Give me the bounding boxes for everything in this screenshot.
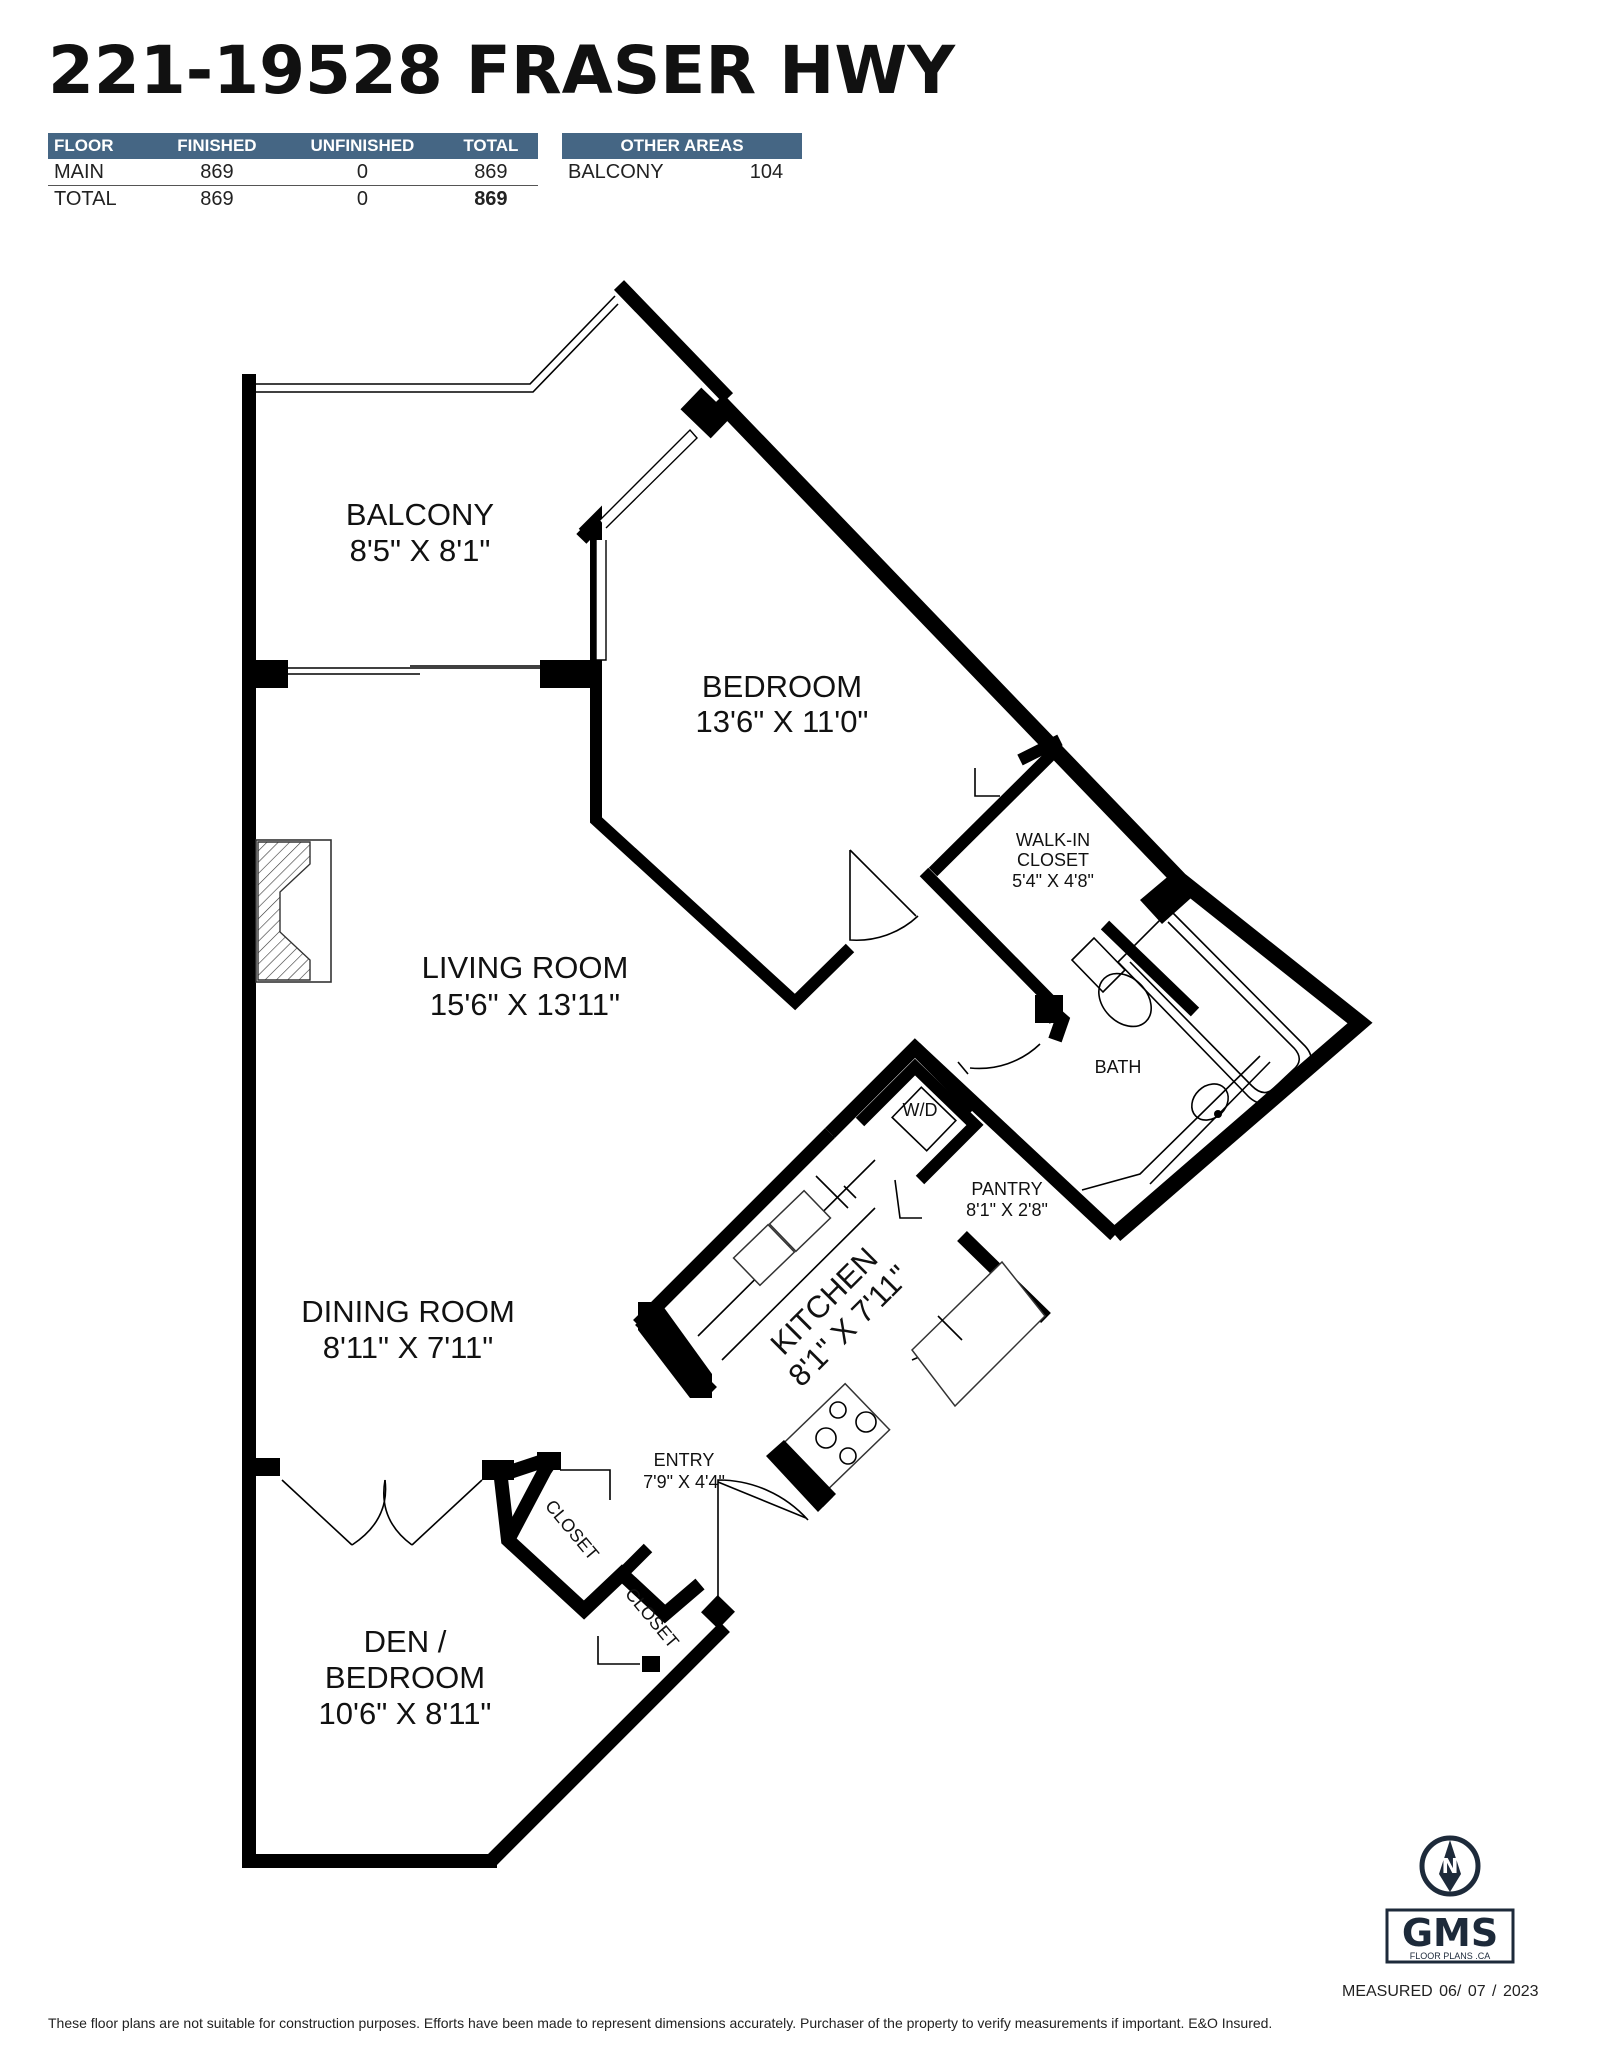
room-name-line1: DEN / <box>364 1624 447 1659</box>
col-header-floor: FLOOR <box>48 133 153 159</box>
table-cell: TOTAL <box>54 187 117 210</box>
floor-area-table: FLOOR FINISHED UNFINISHED TOTAL MAIN 869… <box>48 133 538 212</box>
kitchen-walls <box>633 1038 1120 1512</box>
room-label-bedroom: BEDROOM 13'6" X 11'0" <box>696 669 869 739</box>
room-name-line2: BEDROOM <box>325 1660 485 1695</box>
room-label-wd: W/D <box>903 1100 938 1120</box>
room-label-entry: ENTRY 7'9" X 4'4" <box>643 1450 725 1492</box>
other-areas-table: OTHER AREAS BALCONY 104 <box>562 133 802 185</box>
bathroom <box>957 868 1313 1191</box>
room-dims: 13'6" X 11'0" <box>696 704 869 739</box>
room-label-bath: BATH <box>1095 1057 1142 1077</box>
table-cell: 0 <box>281 159 444 186</box>
table-row: TOTAL 869 0 869 <box>48 186 538 213</box>
room-dims: 10'6" X 8'11" <box>319 1696 492 1731</box>
room-name: BALCONY <box>346 497 494 532</box>
room-dims: 7'9" X 4'4" <box>643 1472 725 1492</box>
room-label-living-room: LIVING ROOM 15'6" X 13'11" <box>422 950 629 1022</box>
col-header-other-areas: OTHER AREAS <box>562 133 802 159</box>
table-cell: 0 <box>356 187 368 210</box>
room-name: BATH <box>1095 1057 1142 1077</box>
room-name: CLOSET <box>541 1496 603 1564</box>
room-dims: 8'5" X 8'1" <box>350 533 491 568</box>
table-cell: MAIN <box>48 159 153 186</box>
room-label-closet-1: CLOSET <box>541 1496 603 1564</box>
table-row: BALCONY 104 <box>562 159 802 185</box>
room-name: ENTRY <box>654 1450 715 1470</box>
table-cell: 104 <box>749 160 784 183</box>
logo-brand: GMS <box>1402 1911 1498 1955</box>
table-row: MAIN 869 0 869 <box>48 159 538 186</box>
fireplace <box>255 839 332 983</box>
table-cell: BALCONY <box>568 160 664 183</box>
room-name: W/D <box>903 1100 938 1120</box>
room-name-line2: CLOSET <box>1017 850 1089 870</box>
room-name-line1: WALK-IN <box>1016 830 1090 850</box>
room-dims: 8'1" X 2'8" <box>966 1200 1048 1220</box>
den-walls <box>256 1452 809 1672</box>
col-header-finished: FINISHED <box>152 133 282 159</box>
compass-north-icon: N <box>1419 1835 1481 1897</box>
logo-sub: FLOOR PLANS .CA <box>1410 1951 1491 1961</box>
room-label-walkin-closet: WALK-IN CLOSET 5'4" X 4'8" <box>1012 830 1094 891</box>
room-label-den: DEN / BEDROOM 10'6" X 8'11" <box>319 1624 492 1731</box>
table-cell-grand-total: 869 <box>474 187 508 210</box>
room-name: LIVING ROOM <box>422 950 629 985</box>
table-cell: 869 <box>200 187 234 210</box>
col-header-unfinished: UNFINISHED <box>281 133 444 159</box>
room-dims: 5'4" X 4'8" <box>1012 871 1094 891</box>
disclaimer: These floor plans are not suitable for c… <box>48 2015 1273 2031</box>
gms-logo: N GMS FLOOR PLANS .CA <box>1385 1835 1515 1964</box>
col-header-total: TOTAL <box>443 133 538 159</box>
room-label-pantry: PANTRY 8'1" X 2'8" <box>966 1179 1048 1220</box>
room-dims: 15'6" X 13'11" <box>430 987 620 1022</box>
table-cell: 869 <box>443 159 538 186</box>
table-cell: 869 <box>152 159 282 186</box>
room-label-balcony: BALCONY 8'5" X 8'1" <box>346 497 494 568</box>
room-name: PANTRY <box>971 1179 1042 1199</box>
bedroom-walls <box>576 387 1063 1024</box>
room-name: DINING ROOM <box>301 1294 515 1329</box>
walkin-closet-door <box>849 734 1063 942</box>
page-title: 221-19528 FRASER HWY <box>48 32 955 109</box>
room-name: BEDROOM <box>702 669 862 704</box>
room-label-dining-room: DINING ROOM 8'11" X 7'11" <box>301 1294 515 1365</box>
balcony-railing <box>256 295 619 393</box>
svg-text:N: N <box>1442 1854 1459 1878</box>
balcony-sliding-door <box>256 660 596 688</box>
measured-date: MEASURED 06/ 07 / 2023 <box>1342 1983 1539 2000</box>
room-dims: 8'11" X 7'11" <box>323 1330 494 1365</box>
exterior-walls <box>242 280 1373 1868</box>
